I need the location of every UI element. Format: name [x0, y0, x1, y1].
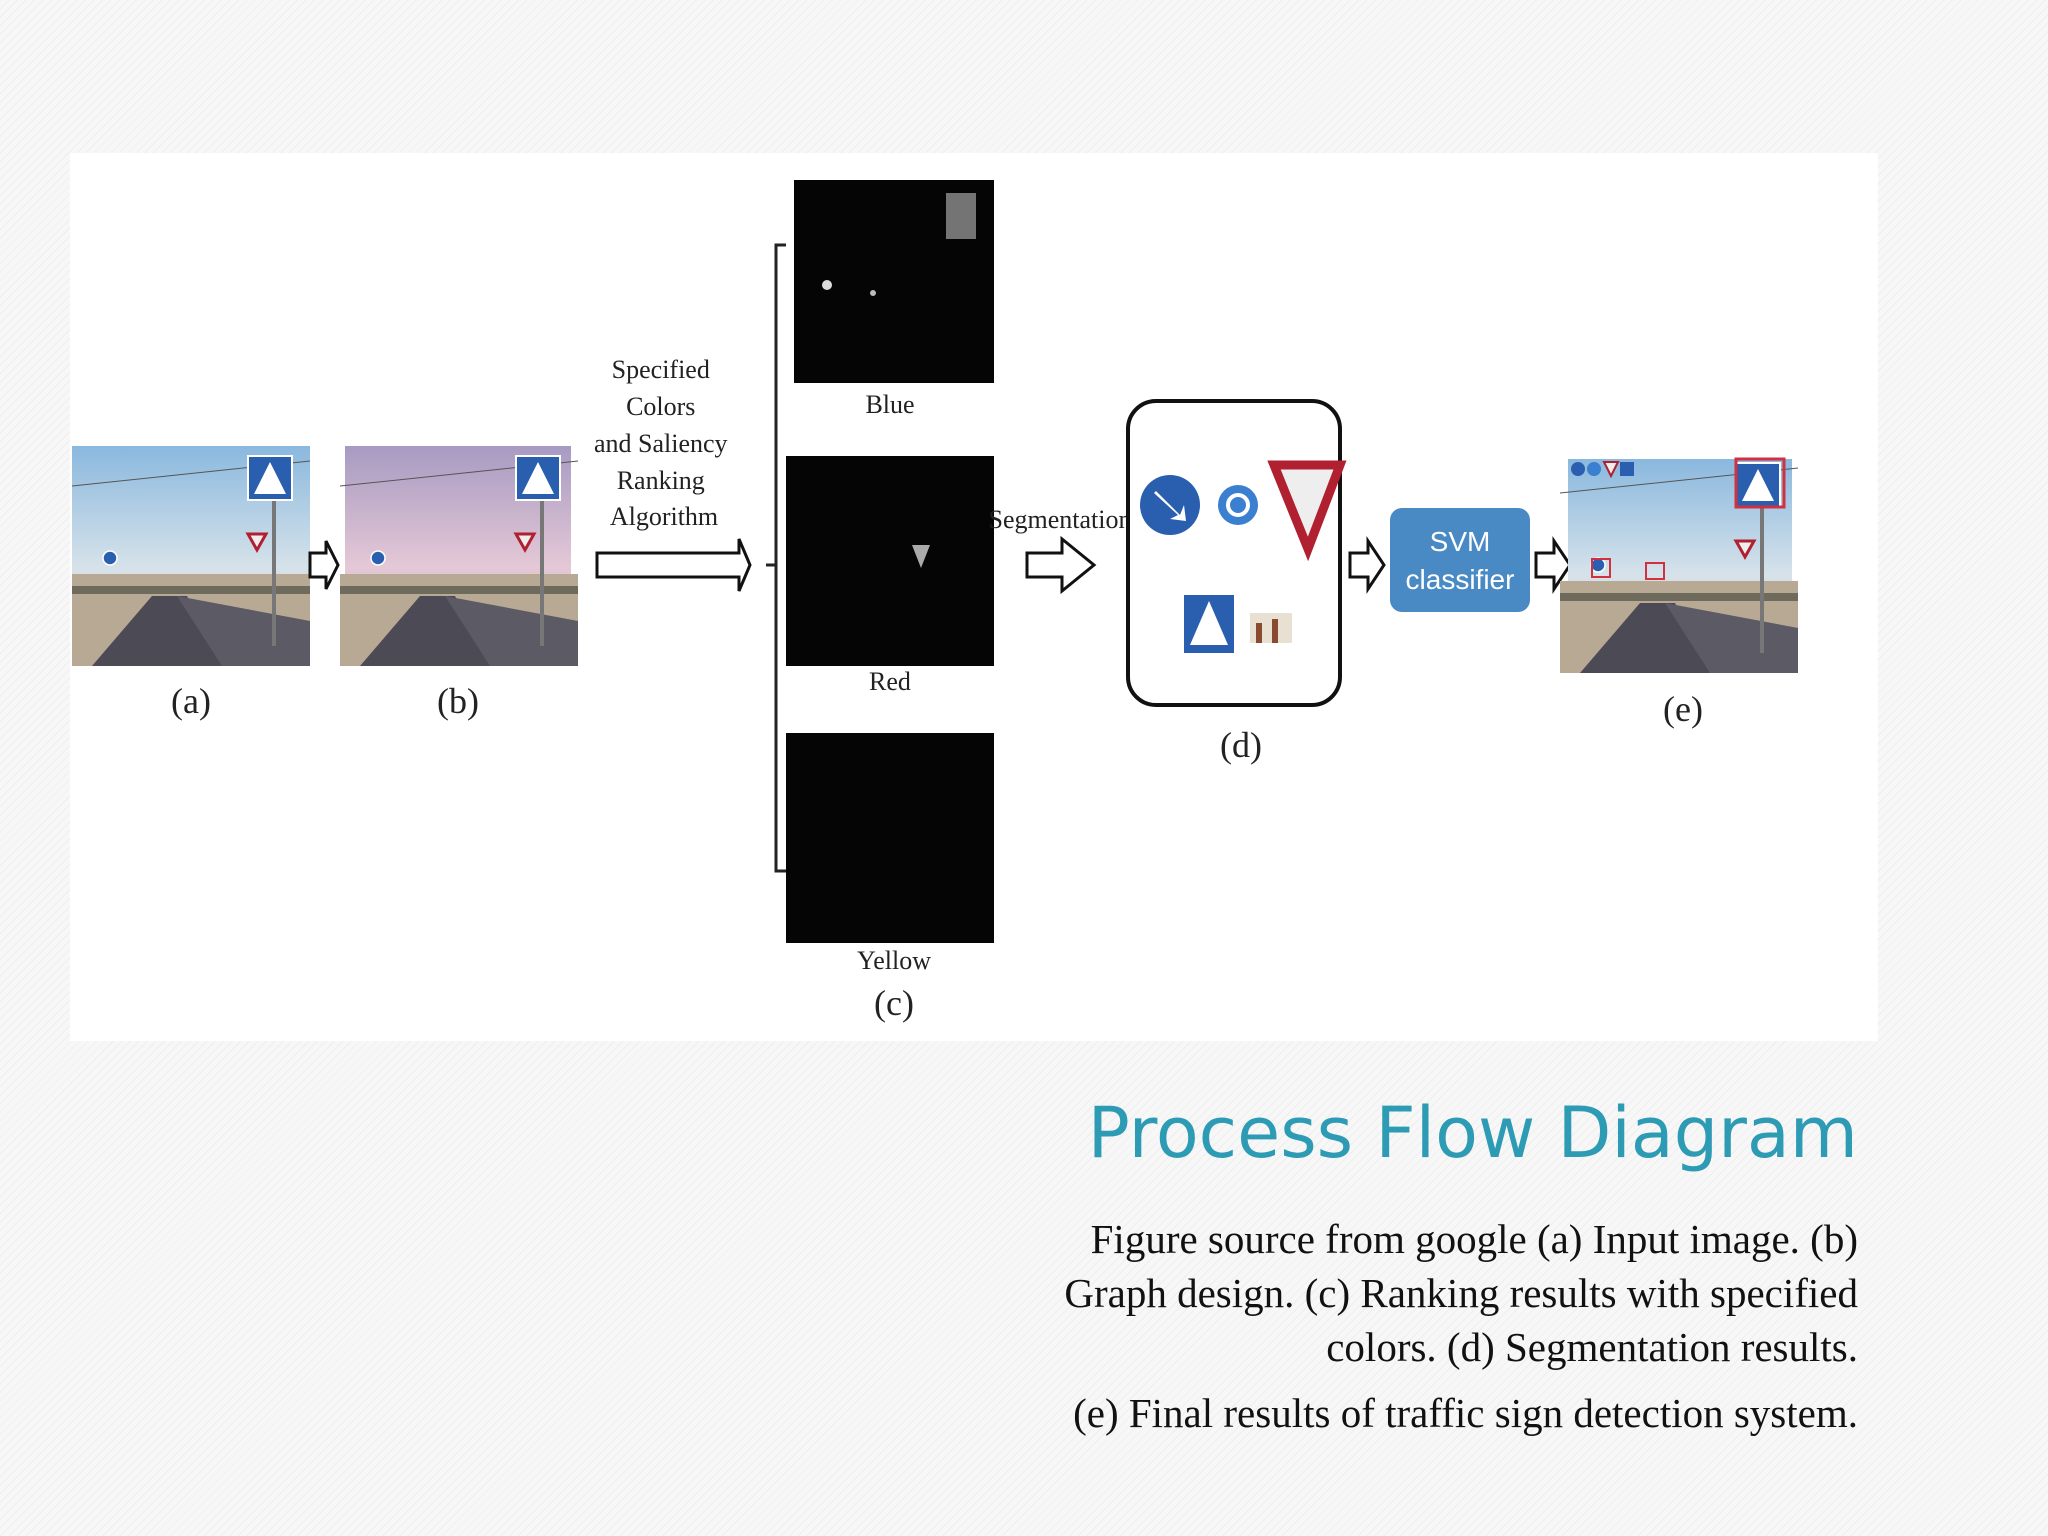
map-label-red: Red: [869, 667, 911, 696]
bracket: [766, 243, 786, 873]
segmentation-label: Segmentation: [989, 505, 1132, 534]
arrow-a-to-b: [308, 540, 340, 590]
label-a: (a): [171, 681, 211, 721]
segmentation-results-d: [1126, 399, 1347, 707]
algorithm-line-5: Algorithm: [610, 502, 718, 531]
arrow-d-to-svm: [1348, 536, 1386, 594]
svm-label-line-1: SVM: [1430, 526, 1491, 557]
saliency-map-red: [786, 456, 994, 666]
algorithm-line-3: and Saliency: [594, 429, 728, 458]
label-b: (b): [437, 681, 479, 721]
figure-caption: Figure source from google (a) Input imag…: [998, 1212, 1858, 1440]
process-flow-figure: (a) (b) Specified Colors and Saliency Ra…: [70, 180, 1800, 1023]
graph-design-image-b: [338, 446, 580, 668]
figure-panel: (a) (b) Specified Colors and Saliency Ra…: [70, 153, 1878, 1041]
caption-line-1: Figure source from google (a) Input imag…: [1064, 1216, 1858, 1370]
arrow-svm-to-e: [1534, 536, 1572, 594]
label-d: (d): [1220, 725, 1262, 765]
arrow-c-to-d: [1025, 535, 1097, 595]
final-result-image-e: [1558, 457, 1800, 675]
label-c: (c): [874, 983, 914, 1023]
map-label-blue: Blue: [865, 390, 914, 419]
algorithm-line-1: Specified: [612, 355, 710, 384]
arrow-b-to-c: [595, 538, 752, 592]
slide-title: Process Flow Diagram: [1087, 1092, 1858, 1174]
saliency-map-yellow: [786, 733, 994, 943]
caption-line-2: (e) Final results of traffic sign detect…: [1073, 1390, 1858, 1436]
algorithm-line-2: Colors: [626, 392, 695, 421]
map-label-yellow: Yellow: [857, 946, 931, 975]
algorithm-line-4: Ranking: [617, 466, 705, 495]
algorithm-label: Specified Colors and Saliency Ranking Al…: [594, 355, 734, 531]
label-e: (e): [1663, 689, 1703, 729]
input-image-a: [70, 446, 312, 668]
svm-label-line-2: classifier: [1406, 564, 1515, 595]
saliency-map-blue: [794, 180, 994, 383]
svm-classifier-box: SVM classifier: [1390, 508, 1530, 612]
